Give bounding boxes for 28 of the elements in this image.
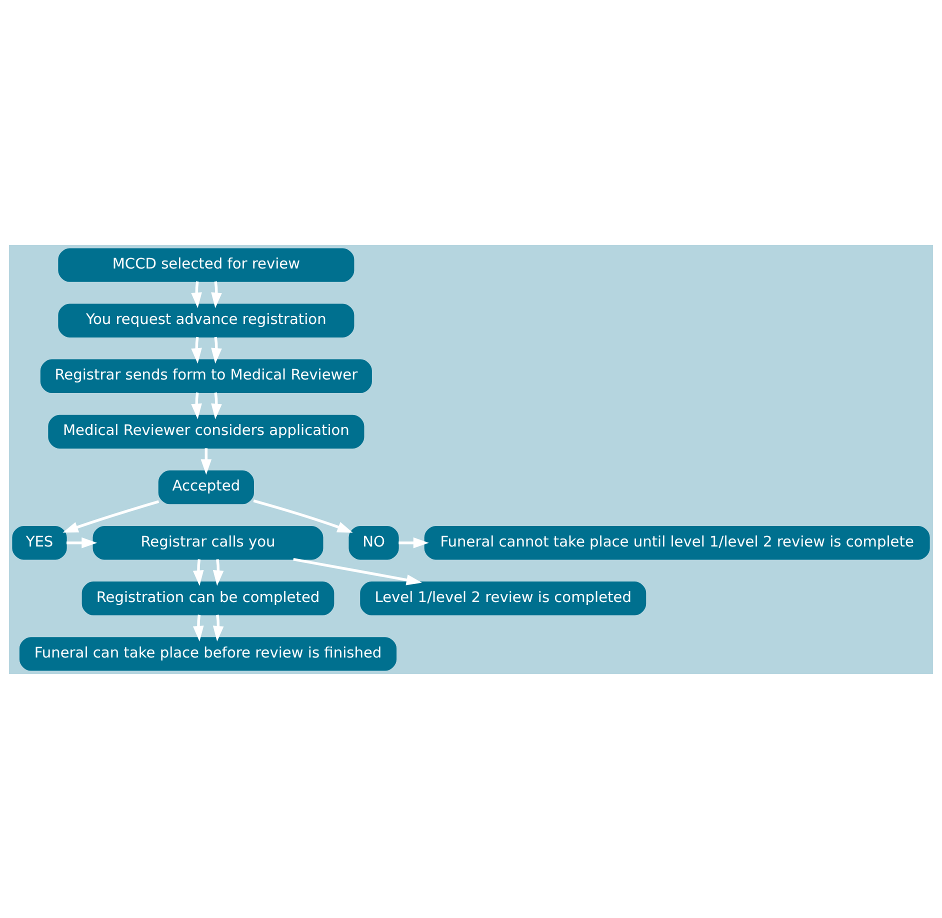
node-box: MCCD selected for review bbox=[58, 248, 354, 282]
arrow bbox=[191, 392, 202, 419]
node-box: NO bbox=[348, 526, 399, 560]
arrow bbox=[191, 336, 202, 364]
arrow bbox=[192, 614, 204, 641]
node-box: Funeral cannot take place until level 1/level 2 review is complete bbox=[424, 526, 930, 560]
arrow bbox=[212, 614, 224, 641]
arrow bbox=[211, 392, 222, 419]
arrow bbox=[211, 336, 222, 364]
arrow bbox=[212, 558, 224, 586]
node-box: Registrar sends form to Medical Reviewer bbox=[40, 358, 372, 392]
node-box: YES bbox=[12, 526, 67, 560]
arrow bbox=[62, 500, 160, 532]
arrow bbox=[398, 536, 429, 548]
arrow bbox=[192, 558, 204, 586]
node-box: Funeral can take place before review is finished bbox=[19, 636, 397, 670]
arrow bbox=[66, 536, 98, 548]
node-box: You request advance registration bbox=[58, 303, 354, 337]
node-box: Level 1/level 2 review is completed bbox=[360, 581, 646, 615]
arrow bbox=[200, 448, 212, 474]
node-box: Medical Reviewer considers application bbox=[48, 414, 364, 448]
node-box: Registrar calls you bbox=[92, 526, 324, 560]
arrow bbox=[293, 557, 422, 585]
node-box: Accepted bbox=[158, 470, 254, 504]
arrow bbox=[253, 498, 353, 532]
arrow bbox=[191, 280, 202, 308]
arrow bbox=[211, 280, 222, 308]
node-box: Registration can be completed bbox=[82, 581, 334, 615]
